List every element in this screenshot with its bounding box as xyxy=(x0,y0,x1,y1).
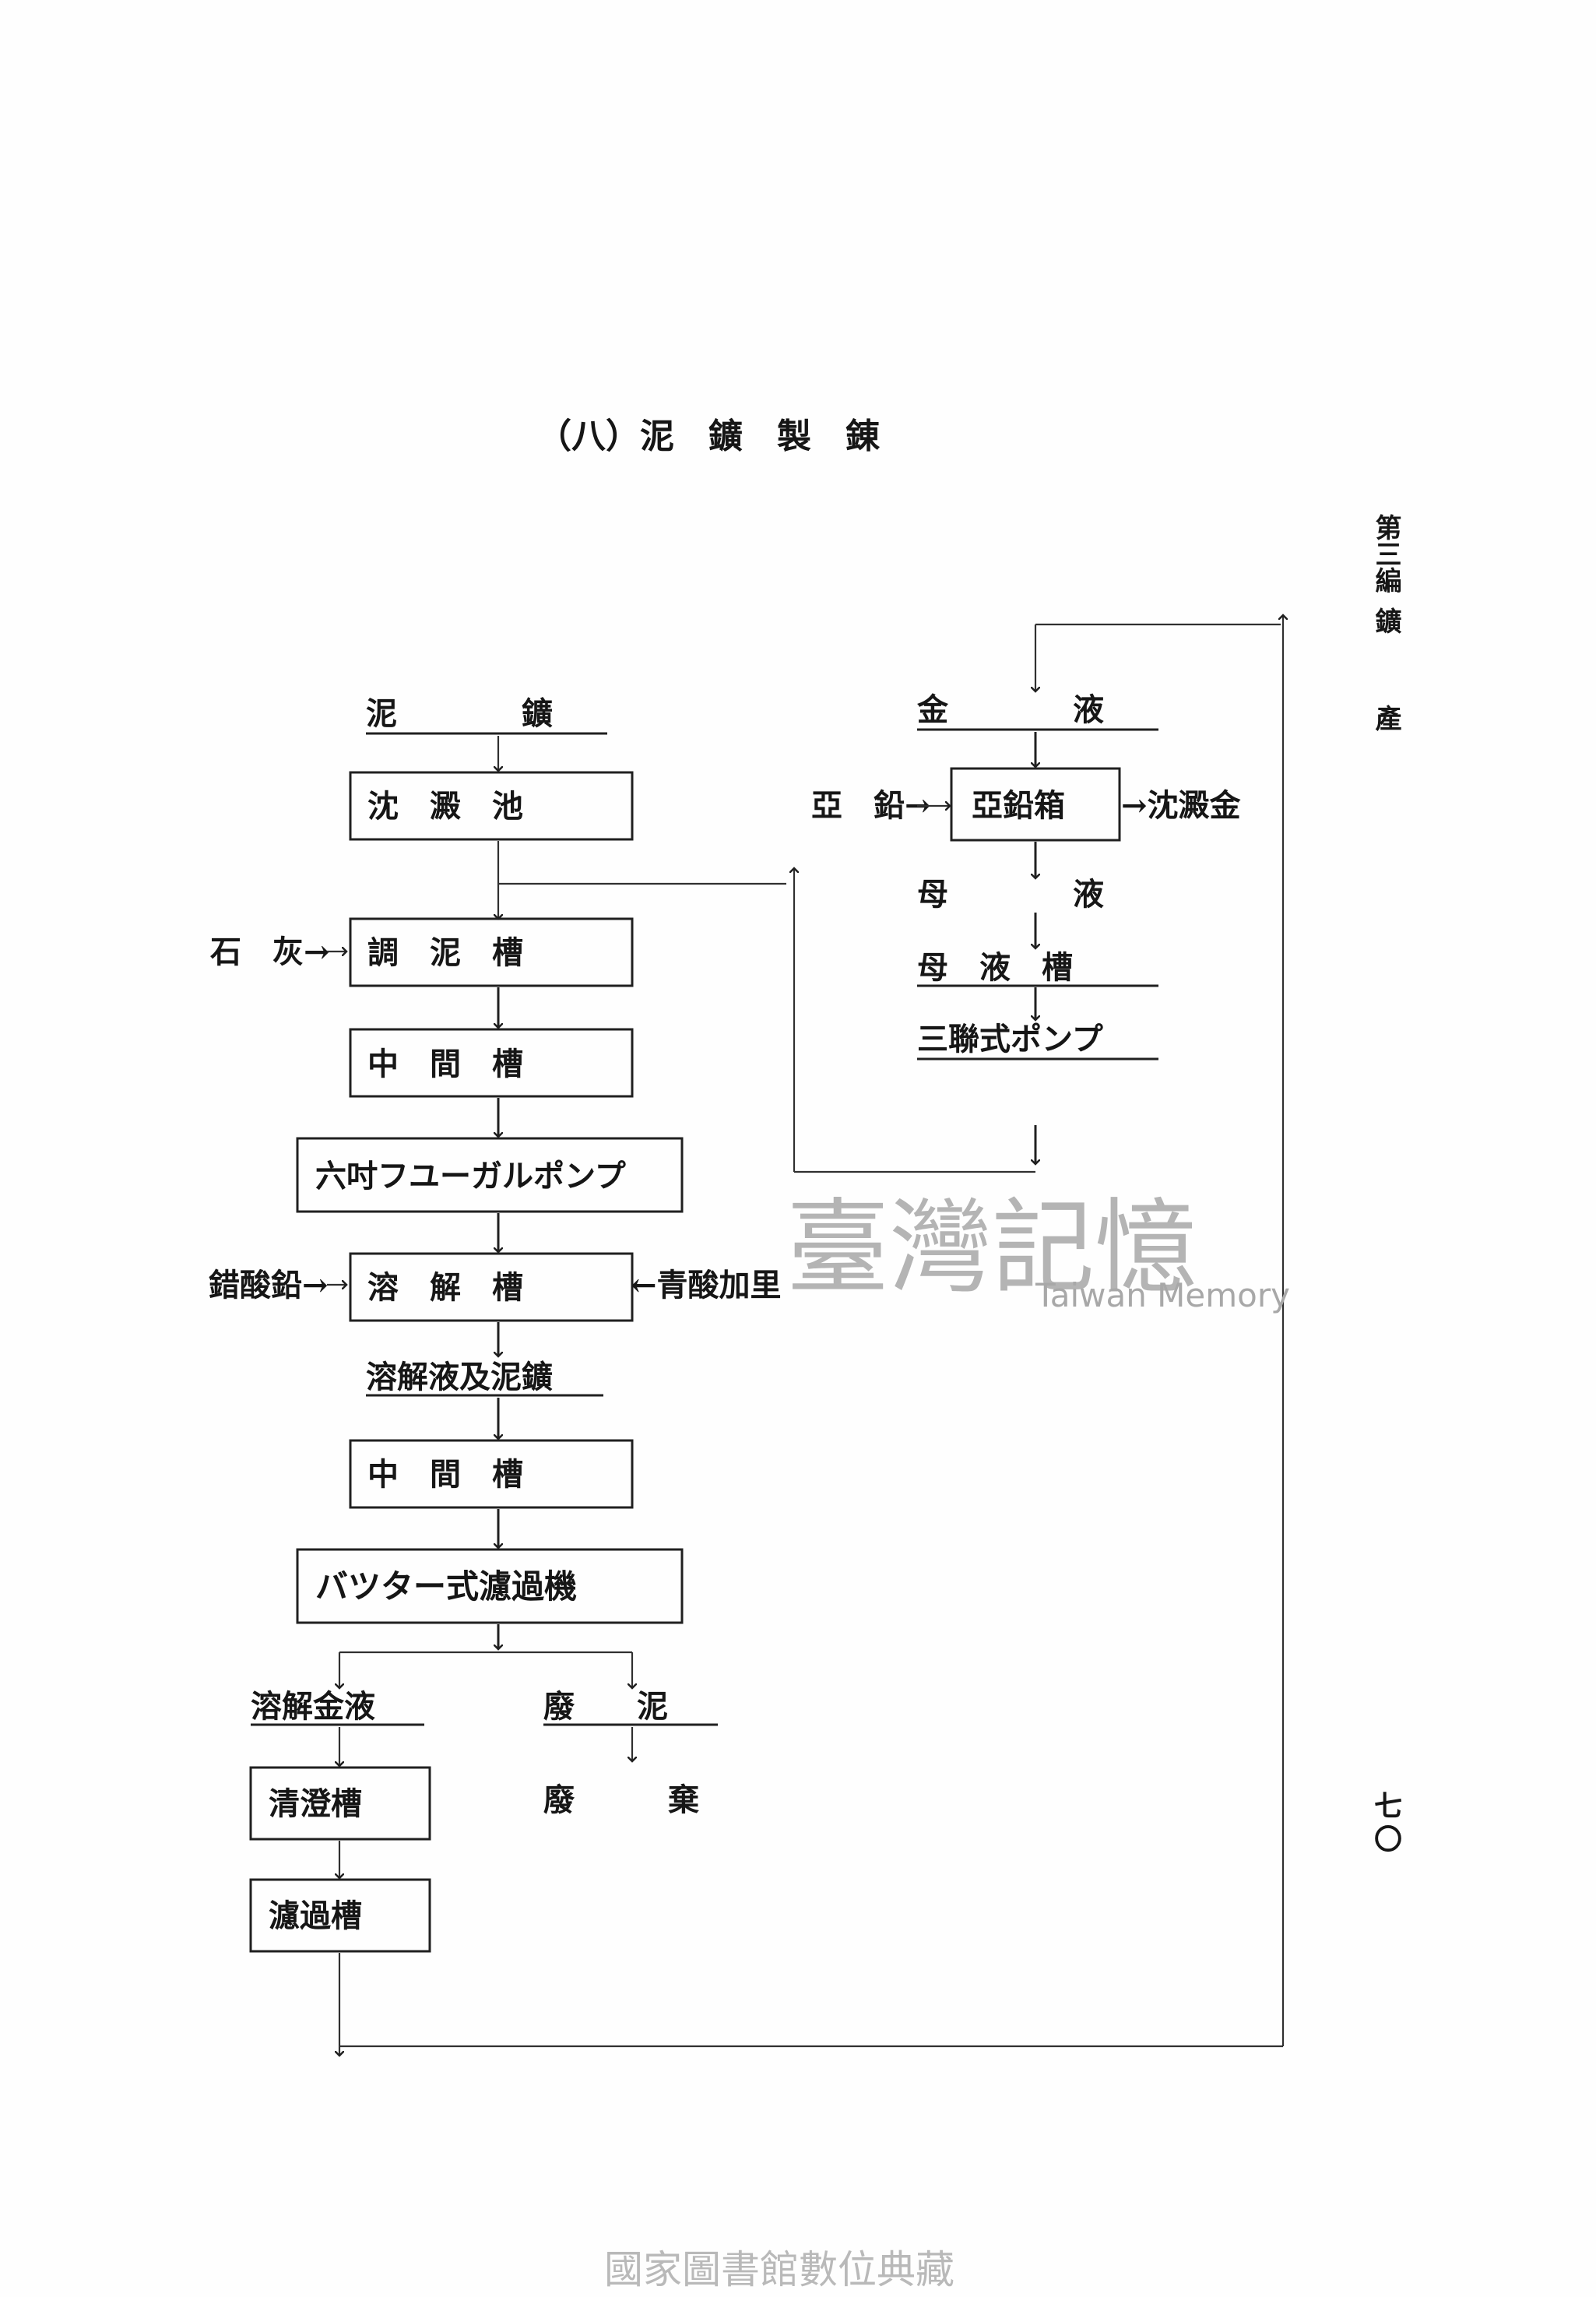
watermark: 臺灣記憶 Taiwan Memory xyxy=(786,1188,1290,1314)
watermark-english: Taiwan Memory xyxy=(1035,1276,1290,1314)
label-intermediate-tank-1: 中 間 槽 xyxy=(367,1046,523,1082)
input-lead-acetate: 錯酸鉛→ xyxy=(209,1267,329,1303)
label-filter-tank: 濾過槽 xyxy=(269,1898,362,1934)
input-lime: 石 灰→ xyxy=(210,934,330,970)
box-settling-pond xyxy=(349,771,634,841)
page-title: （八）泥 鑛 製 錬 xyxy=(537,417,881,456)
page-number-2: 〇 xyxy=(1369,1824,1402,1852)
box-mud-conditioning-tank xyxy=(349,917,634,987)
input-potassium-cyanide: ←青酸加里 xyxy=(631,1267,782,1303)
label-mother-liquor: 母 液 xyxy=(917,876,1104,913)
input-zinc: 亞 鉛→ xyxy=(811,787,931,824)
chapter-label: 第三編 xyxy=(1370,514,1401,593)
box-intermediate-tank-2 xyxy=(349,1439,634,1509)
label-dissolving-tank: 溶 解 槽 xyxy=(367,1269,523,1306)
label-mother-liquor-tank: 母 液 槽 xyxy=(917,949,1073,986)
subject-char-2: 產 xyxy=(1370,704,1401,732)
label-centrifugal-pump: 六吋フユーガルポンプ xyxy=(315,1158,626,1194)
label-butters-filter: バツター式濾過機 xyxy=(315,1567,577,1606)
label-zinc-box: 亞鉛箱 xyxy=(972,787,1065,824)
label-discard: 廢 棄 xyxy=(543,1782,699,1818)
box-dissolving-tank xyxy=(349,1252,634,1322)
box-intermediate-tank-1 xyxy=(349,1028,634,1098)
label-waste-mud: 廢 泥 xyxy=(543,1688,668,1725)
box-centrifugal-pump xyxy=(296,1137,684,1213)
box-filter-tank xyxy=(249,1878,431,1953)
watermark-chinese: 臺灣記憶 xyxy=(786,1188,1197,1308)
label-gold-solution: 金 液 xyxy=(916,691,1104,728)
footer-archive: 國家圖書館數位典藏 xyxy=(604,2247,954,2292)
output-precipitated-gold: →沈澱金 xyxy=(1121,787,1242,824)
label-intermediate-tank-2: 中 間 槽 xyxy=(367,1456,523,1493)
margin-header: 第三編 鑛 產 七 〇 xyxy=(1369,514,1402,1852)
return-loop xyxy=(339,615,1283,2056)
box-zinc-box xyxy=(950,767,1121,842)
left-flow: 泥 鑛 沈 澱 池 石 灰→ 調 泥 槽 中 間 槽 六吋フユーガルポンプ 錯酸… xyxy=(209,695,786,1953)
box-clarifying-tank xyxy=(249,1766,431,1841)
box-butters-filter xyxy=(296,1548,684,1624)
page-number-1: 七 xyxy=(1369,1791,1402,1819)
label-triplex-pump: 三聯式ポンプ xyxy=(917,1021,1103,1057)
label-dissolved-gold-solution: 溶解金液 xyxy=(251,1688,375,1725)
label-solution-and-ore: 溶解液及泥鑛 xyxy=(366,1359,553,1395)
label-settling-pond: 沈 澱 池 xyxy=(367,788,523,825)
subject-char-1: 鑛 xyxy=(1370,607,1401,634)
label-mud-conditioning-tank: 調 泥 槽 xyxy=(367,934,523,971)
label-clarifying-tank: 清澄槽 xyxy=(269,1785,362,1822)
label-mud-ore: 泥 鑛 xyxy=(366,695,553,732)
right-flow: 金 液 亞 鉛→ 亞鉛箱 →沈澱金 母 液 母 液 槽 三聯式ポンプ xyxy=(794,623,1281,1173)
